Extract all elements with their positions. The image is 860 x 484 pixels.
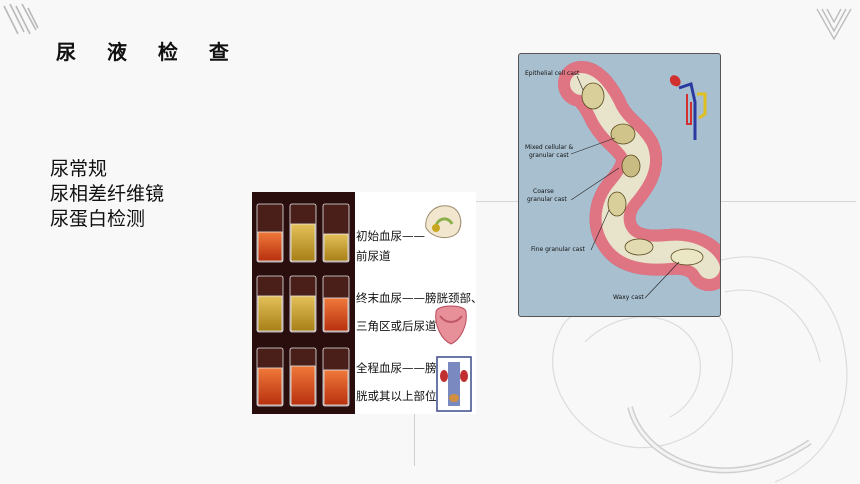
label-terminal-hematuria: 终末血尿——膀胱颈部、	[356, 291, 483, 305]
label-initial-hematuria: 初始血尿——	[356, 229, 425, 243]
corner-hatch-decoration	[3, 3, 39, 35]
label-total-hematuria-site: 胱或其以上部位	[356, 389, 437, 403]
urethra-illustration-icon	[425, 205, 462, 238]
slide-title: 尿 液 检 查	[56, 40, 241, 64]
bullet-list: 尿常规 尿相差纤维镜 尿蛋白检测	[50, 157, 164, 232]
label-waxy-cast: Waxy cast	[613, 294, 644, 301]
bullet-item: 尿蛋白检测	[50, 208, 146, 230]
bullet-item: 尿相差纤维镜	[50, 183, 165, 205]
label-pointer-lines	[570, 75, 680, 299]
urinary-system-illustration-icon	[436, 356, 472, 412]
corner-chevron-logo	[816, 8, 852, 41]
label-coarse: Coarse	[533, 188, 554, 195]
bullet-item: 尿常规	[50, 158, 108, 180]
bladder-illustration-icon	[435, 305, 467, 345]
label-terminal-hematuria-site: 三角区或后尿道	[356, 319, 437, 333]
label-coarse-granular-cast: granular cast	[527, 196, 567, 203]
renal-tubule-image	[558, 61, 720, 291]
beaker-grid-image	[252, 192, 355, 414]
label-total-hematuria: 全程血尿——膀	[356, 361, 437, 375]
urine-three-glass-figure: 初始血尿—— 前尿道 终末血尿——膀胱颈部、 三角区或后尿道 全程血尿——膀 胱…	[252, 192, 483, 414]
urinary-cast-diagram: Epithelial cell cast Mixed cellular & gr…	[518, 53, 721, 317]
label-mixed-granular-cast: granular cast	[529, 152, 569, 159]
label-fine-granular-cast: Fine granular cast	[531, 246, 585, 253]
label-initial-hematuria-site: 前尿道	[356, 249, 391, 263]
label-epithelial-cell-cast: Epithelial cell cast	[525, 70, 580, 77]
label-mixed-cellular-cast: Mixed cellular &	[525, 144, 574, 151]
